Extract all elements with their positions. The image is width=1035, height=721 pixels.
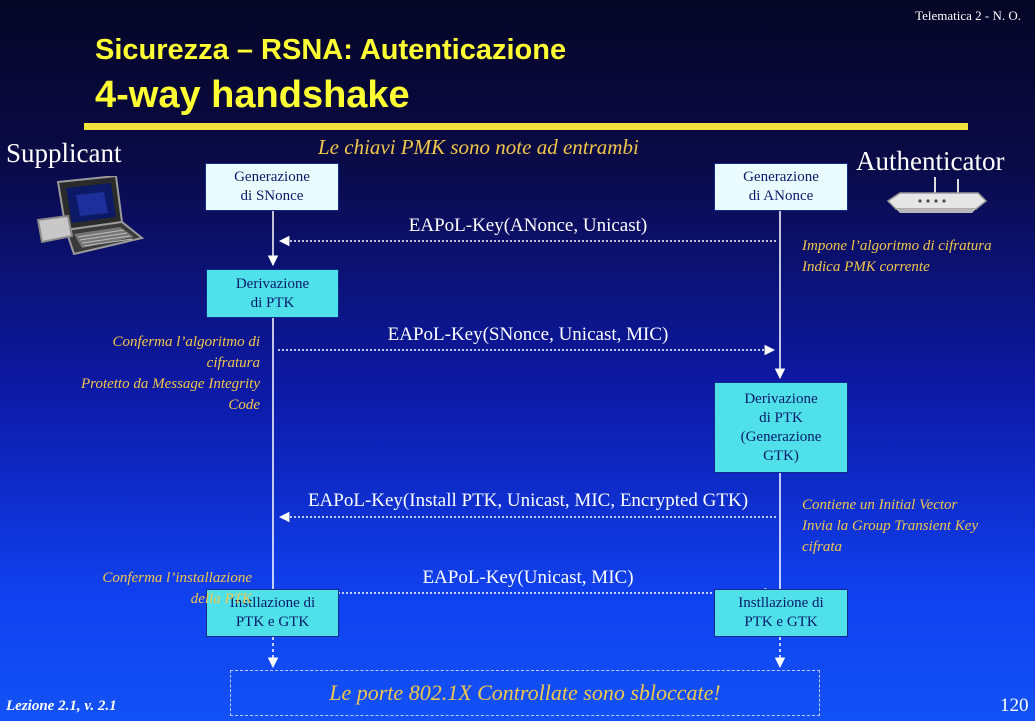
slide-subtitle: 4-way handshake [95, 74, 410, 116]
ports-unlocked-banner: Le porte 802.1X Controllate sono sblocca… [230, 670, 820, 716]
box-line: di SNonce [240, 188, 304, 204]
box-line: Instllazione di [229, 595, 316, 611]
pmk-note: Le chiavi PMK sono note ad entrambi [318, 135, 639, 159]
title-underline [84, 123, 968, 130]
message-label-1: EAPoL-Key(ANonce, Unicast) [408, 215, 648, 236]
box-line: Derivazione [744, 390, 818, 407]
authenticator-install-box: Instllazione di PTK e GTK [714, 589, 848, 637]
laptop-icon [36, 174, 146, 263]
note-left-4: Conferma l’installazione della PTK [20, 568, 252, 610]
authenticator-ptk-derivation-box: Derivazione di PTK (Generazione GTK) [714, 382, 848, 473]
note-line: Code [228, 397, 260, 413]
box-line: Derivazione [235, 275, 310, 292]
message-label-4: EAPoL-Key(Unicast, MIC) [422, 567, 634, 588]
note-line: della PTK [190, 591, 252, 607]
note-line: Impone l’algoritmo di cifratura [802, 238, 992, 254]
lesson-footer: Lezione 2.1, v. 2.1 [6, 698, 117, 714]
note-line: Protetto da Message Integrity [81, 376, 260, 392]
authenticator-anonce-box: Generazione di ANonce [714, 163, 848, 211]
authenticator-label: Authenticator [856, 146, 1005, 176]
box-line: Generazione [234, 169, 310, 185]
box-line: (Generazione [740, 428, 822, 445]
page-number: 120 [1000, 695, 1029, 716]
box-line: di ANonce [748, 188, 814, 204]
note-line: Indica PMK corrente [802, 259, 930, 275]
box-line: Generazione [743, 169, 819, 185]
note-line: cifrata [802, 539, 842, 555]
router-icon [880, 175, 990, 224]
message-label-2: EAPoL-Key(SNonce, Unicast, MIC) [387, 324, 669, 345]
box-line: PTK e GTK [744, 614, 818, 630]
ports-unlocked-text: Le porte 802.1X Controllate sono sblocca… [329, 680, 721, 705]
note-line: Conferma l’installazione [102, 570, 252, 586]
box-line: di PTK [250, 294, 295, 311]
note-right-3: Contiene un Initial Vector Invia la Grou… [802, 495, 1034, 558]
note-right-1: Impone l’algoritmo di cifratura Indica P… [802, 236, 1034, 278]
note-line: Conferma l’algoritmo di [112, 334, 260, 350]
note-line: Contiene un Initial Vector [802, 497, 958, 513]
message-label-3: EAPoL-Key(Install PTK, Unicast, MIC, Enc… [307, 490, 749, 511]
box-line: di PTK [759, 409, 803, 426]
slide-title: Sicurezza – RSNA: Autenticazione [95, 34, 567, 66]
box-line: Instllazione di [738, 595, 824, 611]
supplicant-install-box: Instllazione di PTK e GTK [206, 589, 339, 637]
box-line: PTK e GTK [235, 614, 310, 630]
supplicant-ptk-derivation-box: Derivazione di PTK [206, 269, 339, 318]
note-line: Invia la Group Transient Key [802, 518, 979, 534]
supplicant-label: Supplicant [6, 138, 122, 168]
note-left-2: Conferma l’algoritmo di cifratura Protet… [20, 332, 260, 416]
course-tag: Telematica 2 - N. O. [915, 8, 1021, 23]
box-line: GTK) [763, 447, 799, 464]
note-line: cifratura [206, 355, 260, 371]
supplicant-snonce-box: Generazione di SNonce [205, 163, 339, 211]
